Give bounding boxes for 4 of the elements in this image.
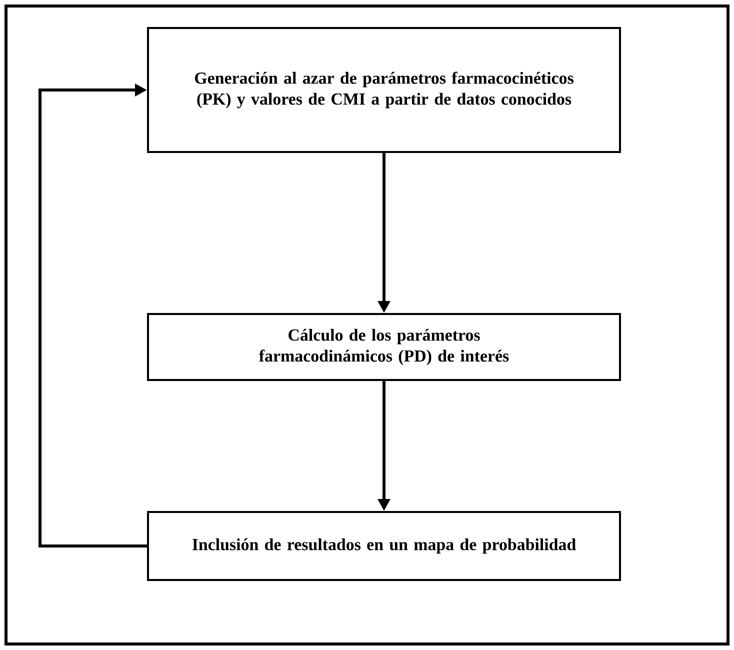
process-box: Inclusión de resultados en un mapa de probabilidad [147,511,621,581]
process-box: Generación al azar de parámetros farmacocinéticos (PK) y valores de CMI a partir de datos conocidos [147,27,621,153]
process-box: Cálculo de los parámetros farmacodinámicos (PD) de interés [147,313,621,381]
arrow [38,84,147,548]
